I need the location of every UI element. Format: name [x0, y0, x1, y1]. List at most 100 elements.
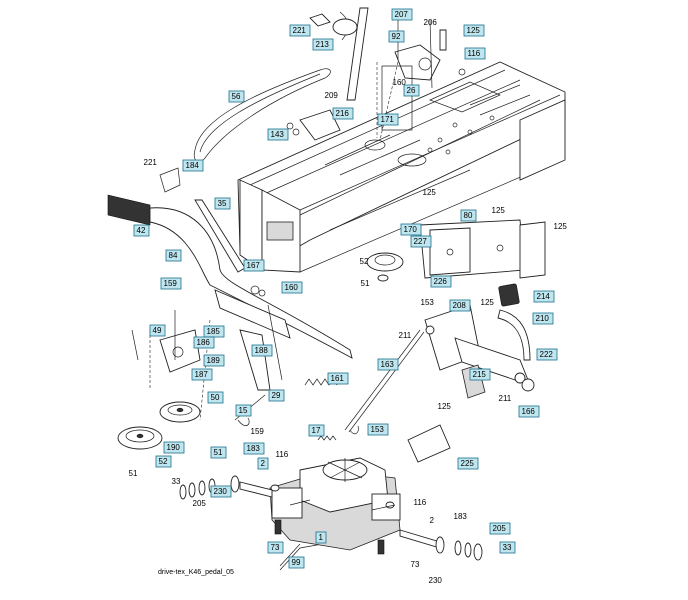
- part-number: 29: [272, 391, 281, 400]
- part-label: 208: [449, 299, 471, 312]
- part-label-box: [367, 423, 389, 436]
- part-number: 208: [453, 301, 467, 310]
- part-number: 163: [381, 360, 395, 369]
- part-number: 56: [232, 92, 241, 101]
- part-label: 143: [267, 128, 289, 141]
- pedal-rod-upper: [286, 7, 466, 141]
- drive-belt: [193, 68, 331, 162]
- part-label: 159: [160, 277, 182, 290]
- part-label: 189: [203, 354, 225, 367]
- part-label: 188: [251, 344, 273, 357]
- transaxle: [239, 457, 441, 555]
- part-label: 206: [424, 18, 438, 27]
- part-label: 170: [400, 223, 422, 236]
- part-label: 52: [155, 455, 172, 468]
- part-label: 153: [367, 423, 389, 436]
- part-number: 42: [137, 226, 146, 235]
- pulley-upper: [366, 252, 404, 282]
- pulley-mid: [159, 401, 201, 423]
- part-number: 227: [414, 237, 428, 246]
- part-label: 226: [430, 275, 452, 288]
- part-label: 50: [207, 391, 224, 404]
- part-label-box: [267, 128, 289, 141]
- part-number: 185: [207, 327, 221, 336]
- part-label-box: [499, 541, 516, 554]
- part-number: 226: [434, 277, 448, 286]
- part-label: 210: [532, 312, 554, 325]
- part-label: 215: [469, 368, 491, 381]
- part-label: 211: [399, 331, 412, 340]
- part-label: 80: [460, 209, 477, 222]
- part-label-box: [391, 8, 413, 21]
- part-label-box: [207, 391, 224, 404]
- part-label: 51: [361, 279, 370, 288]
- part-number: 51: [129, 469, 138, 478]
- part-label: 205: [489, 522, 511, 535]
- part-number: 189: [207, 356, 221, 365]
- part-number: 170: [404, 225, 418, 234]
- part-number: 116: [468, 49, 481, 58]
- part-number: 125: [423, 188, 437, 197]
- part-number: 125: [467, 26, 481, 35]
- part-number: 190: [167, 443, 181, 452]
- part-label: 51: [210, 446, 227, 459]
- part-number: 2: [430, 516, 435, 525]
- part-label: 2: [257, 457, 269, 470]
- part-number: 211: [499, 394, 512, 403]
- part-label-box: [463, 24, 485, 37]
- part-label: 183: [243, 442, 265, 455]
- part-label-box: [191, 368, 213, 381]
- part-label: 160: [393, 78, 407, 87]
- part-label-box: [388, 30, 405, 43]
- part-label: 125: [423, 188, 437, 197]
- part-number: 125: [554, 222, 568, 231]
- part-number: 33: [172, 477, 181, 486]
- part-label-box: [518, 405, 540, 418]
- part-number: 160: [285, 283, 299, 292]
- part-label: 51: [129, 469, 138, 478]
- part-label-box: [289, 24, 311, 37]
- part-label-box: [155, 455, 172, 468]
- part-label: 52: [360, 257, 369, 266]
- part-number: 171: [381, 115, 395, 124]
- part-label-box: [469, 368, 491, 381]
- part-number: 211: [399, 331, 412, 340]
- part-label: 214: [533, 290, 555, 303]
- part-label-box: [257, 457, 269, 470]
- part-number: 153: [421, 298, 435, 307]
- part-label: 213: [312, 38, 334, 51]
- part-label-box: [268, 389, 285, 402]
- part-label-box: [327, 372, 349, 385]
- diagram-caption: drive-tex_K46_pedal_05: [158, 569, 234, 576]
- part-label: 190: [163, 441, 185, 454]
- part-label: 225: [457, 457, 479, 470]
- part-number: 225: [461, 459, 475, 468]
- part-label-box: [163, 441, 185, 454]
- part-label: 216: [332, 107, 354, 120]
- part-label: 116: [464, 47, 486, 60]
- part-number: 143: [271, 130, 285, 139]
- part-number: 116: [276, 450, 289, 459]
- part-number: 221: [144, 158, 158, 167]
- part-label: 171: [377, 113, 399, 126]
- part-number: 73: [271, 543, 280, 552]
- part-number: 183: [247, 444, 261, 453]
- part-label: 166: [518, 405, 540, 418]
- part-number: 159: [164, 279, 178, 288]
- right-pedal-assembly: [407, 219, 546, 463]
- part-label: 49: [149, 324, 166, 337]
- part-number: 160: [393, 78, 407, 87]
- part-number: 1: [319, 533, 324, 542]
- part-number: 35: [218, 199, 227, 208]
- part-number: 125: [481, 298, 495, 307]
- part-label-box: [203, 354, 225, 367]
- part-number: 213: [316, 40, 330, 49]
- part-label: 230: [429, 576, 443, 585]
- part-number: 187: [195, 370, 209, 379]
- part-label: 29: [268, 389, 285, 402]
- part-number: 222: [540, 350, 554, 359]
- chassis-frame: [237, 61, 566, 273]
- part-label: 84: [165, 249, 182, 262]
- part-label-box: [449, 299, 471, 312]
- part-label: 159: [251, 427, 265, 436]
